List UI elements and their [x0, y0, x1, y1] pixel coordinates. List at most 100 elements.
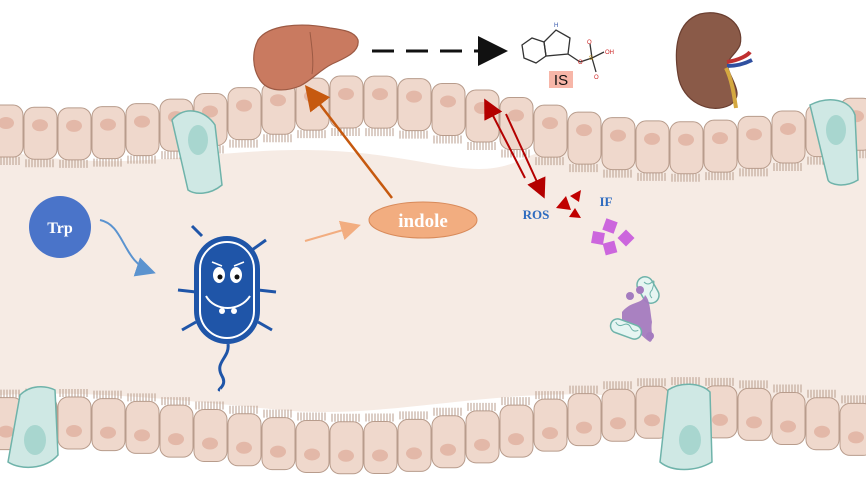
cell-nucleus — [134, 115, 150, 128]
cell-nucleus — [270, 94, 286, 107]
microvilli — [297, 412, 326, 421]
cell-nucleus — [406, 90, 422, 103]
epithelial-cell — [839, 402, 866, 456]
cell-nucleus — [100, 118, 116, 131]
epithelial-cell — [193, 408, 228, 462]
epithelial-cell — [329, 421, 364, 475]
microvilli — [773, 384, 802, 393]
epithelial-cell — [91, 398, 126, 452]
cell-nucleus — [542, 117, 558, 130]
bacterium-icon — [177, 224, 277, 392]
epithelial-cell — [261, 417, 296, 471]
epithelial-cell — [567, 393, 602, 447]
cell-nucleus — [712, 413, 728, 426]
microvilli — [229, 139, 258, 148]
structure-atom-label: O — [594, 75, 599, 81]
epithelial-cell — [703, 119, 738, 173]
indoxyl-sulfate-structure-icon — [521, 29, 605, 73]
microvilli — [467, 402, 496, 411]
epithelial-cell — [465, 410, 500, 464]
cell-nucleus — [202, 105, 218, 118]
microvilli — [433, 135, 462, 144]
microvilli — [399, 411, 428, 420]
cell-nucleus — [780, 420, 796, 433]
cell-nucleus — [644, 132, 660, 145]
cell-nucleus — [848, 431, 864, 444]
microvilli — [637, 378, 666, 387]
trp-circle — [29, 196, 91, 258]
microvilli — [365, 413, 394, 422]
epithelial-cell — [125, 400, 160, 454]
cell-nucleus — [100, 426, 116, 439]
epithelial-cell — [159, 404, 194, 458]
microvilli — [705, 377, 734, 386]
epithelial-cell — [125, 103, 160, 157]
epithelial-cell — [397, 78, 432, 132]
microvilli — [467, 141, 496, 150]
microvilli — [195, 401, 224, 410]
microvilli — [637, 172, 666, 181]
microvilli — [93, 390, 122, 399]
bacterium-to-indole-arrow — [304, 220, 361, 242]
cell-nucleus — [678, 133, 694, 146]
cell-nucleus — [474, 438, 490, 451]
epithelial-cell — [601, 388, 636, 442]
cell-nucleus — [406, 447, 422, 460]
cell-nucleus — [780, 122, 796, 135]
epithelial-cell — [0, 104, 24, 158]
epithelial-cell — [227, 87, 262, 141]
liver-icon — [253, 24, 359, 91]
cell-nucleus — [610, 417, 626, 430]
indole-label: indole — [398, 211, 448, 232]
microvilli — [25, 159, 54, 168]
microvilli — [127, 393, 156, 402]
immune-cell-icon — [609, 276, 660, 342]
cell-nucleus — [610, 129, 626, 142]
epithelial-cell — [23, 106, 58, 160]
cell-nucleus — [508, 109, 524, 122]
epithelial-cell — [737, 387, 772, 441]
microvilli — [161, 397, 190, 406]
microvilli — [0, 389, 20, 398]
is-label: IS — [554, 72, 568, 89]
structure-atom-label: O — [578, 60, 583, 66]
indole-oval — [368, 201, 478, 239]
cell-nucleus — [168, 433, 184, 446]
ros-to-liver-arrow — [484, 98, 526, 179]
microvilli — [59, 388, 88, 397]
epithelial-cell — [533, 104, 568, 158]
microvilli — [433, 407, 462, 416]
cell-nucleus — [202, 437, 218, 450]
goblet-cell — [809, 99, 859, 186]
trp-label: Trp — [47, 220, 73, 237]
microvilli — [569, 164, 598, 173]
cell-nucleus — [236, 441, 252, 454]
microvilli — [739, 380, 768, 389]
microvilli — [331, 413, 360, 422]
microvilli — [127, 155, 156, 164]
microvilli — [739, 168, 768, 177]
epithelial-cell — [57, 396, 92, 450]
cell-nucleus — [134, 429, 150, 442]
is-to-ros-arrow — [505, 113, 546, 199]
epithelial-cell — [397, 418, 432, 472]
cell-nucleus — [0, 425, 14, 438]
epithelial-cell — [533, 398, 568, 452]
microvilli — [535, 157, 564, 166]
cell-nucleus — [66, 424, 82, 437]
epithelial-cell — [329, 75, 364, 129]
if-label: IF — [600, 194, 613, 209]
microvilli — [603, 169, 632, 178]
epithelial-cell — [771, 110, 806, 164]
cell-nucleus — [66, 119, 82, 132]
microvilli — [331, 127, 360, 136]
structure-atom-label: S — [589, 56, 593, 62]
goblet-cell — [659, 383, 713, 471]
lower-epithelium — [0, 377, 866, 475]
epithelial-cell — [771, 392, 806, 446]
cell-nucleus — [576, 124, 592, 137]
structure-atom-label: OH — [605, 50, 614, 56]
cell-nucleus — [32, 119, 48, 132]
epithelial-cell — [431, 415, 466, 469]
